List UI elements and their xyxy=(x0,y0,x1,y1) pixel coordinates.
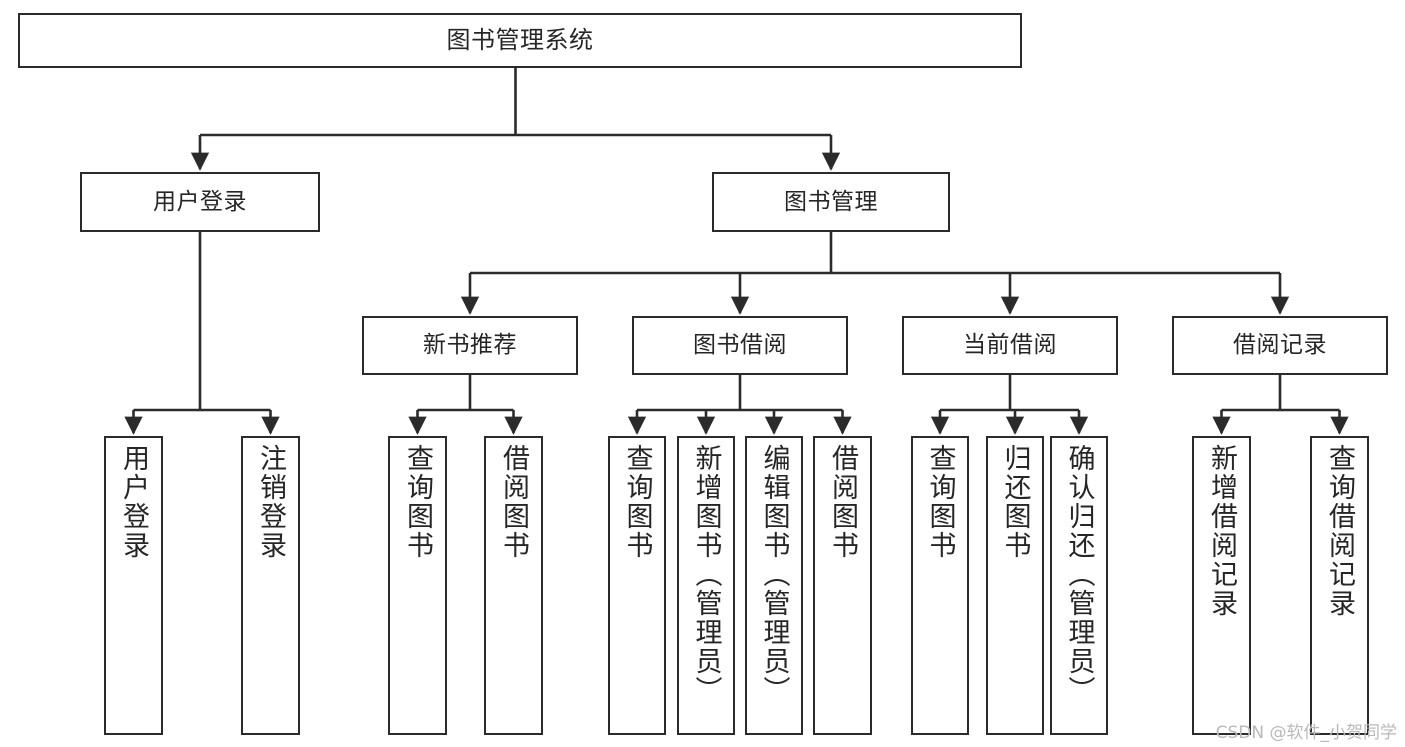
level3-box-2[interactable]: 当前借阅 xyxy=(902,316,1118,375)
leaf-label-11: 新增借阅记录 xyxy=(1206,444,1237,618)
level2-box-0[interactable]: 用户登录 xyxy=(80,172,320,232)
leaf-label-0: 用户登录 xyxy=(118,444,149,560)
leaf-label-4: 查询图书 xyxy=(621,444,653,560)
leaf-label-7: 借阅图书 xyxy=(827,444,858,560)
leaf-box-6[interactable]: 编辑图书（管理员） xyxy=(745,436,803,735)
leaf-box-11[interactable]: 新增借阅记录 xyxy=(1192,436,1251,735)
root-label-0: 图书管理系统 xyxy=(446,25,594,54)
leaf-label-8: 查询图书 xyxy=(924,444,956,560)
level3-label-3: 借阅记录 xyxy=(1233,332,1327,359)
level3-box-1[interactable]: 图书借阅 xyxy=(632,316,848,375)
level3-label-0: 新书推荐 xyxy=(423,332,517,359)
leaf-box-9[interactable]: 归还图书 xyxy=(986,436,1044,735)
leaf-box-5[interactable]: 新增图书（管理员） xyxy=(677,436,735,735)
leaf-label-1: 注销登录 xyxy=(255,444,286,560)
leaf-box-1[interactable]: 注销登录 xyxy=(241,436,300,735)
leaf-box-3[interactable]: 借阅图书 xyxy=(484,436,543,735)
leaf-label-3: 借阅图书 xyxy=(498,444,529,560)
level3-label-2: 当前借阅 xyxy=(963,332,1057,359)
level2-label-1: 图书管理 xyxy=(784,188,878,215)
leaf-label-9: 归还图书 xyxy=(999,444,1031,560)
level3-box-0[interactable]: 新书推荐 xyxy=(362,316,578,375)
leaf-box-4[interactable]: 查询图书 xyxy=(608,436,666,735)
root-box-0[interactable]: 图书管理系统 xyxy=(18,13,1022,68)
leaf-label-12: 查询借阅记录 xyxy=(1324,444,1355,618)
leaf-box-0[interactable]: 用户登录 xyxy=(104,436,163,735)
level2-label-0: 用户登录 xyxy=(153,188,247,215)
leaf-box-2[interactable]: 查询图书 xyxy=(388,436,447,735)
level3-box-3[interactable]: 借阅记录 xyxy=(1172,316,1388,375)
csdn-watermark: CSDN @软件_小贺同学 xyxy=(1215,723,1397,743)
leaf-label-6: 编辑图书（管理员） xyxy=(758,444,790,705)
leaf-box-12[interactable]: 查询借阅记录 xyxy=(1310,436,1369,735)
leaf-box-10[interactable]: 确认归还（管理员） xyxy=(1050,436,1108,735)
level2-box-1[interactable]: 图书管理 xyxy=(712,172,950,232)
leaf-label-10: 确认归还（管理员） xyxy=(1063,444,1095,705)
leaf-box-7[interactable]: 借阅图书 xyxy=(813,436,872,735)
level3-label-1: 图书借阅 xyxy=(693,332,787,359)
leaf-label-5: 新增图书（管理员） xyxy=(690,444,722,705)
leaf-label-2: 查询图书 xyxy=(402,444,433,560)
leaf-box-8[interactable]: 查询图书 xyxy=(911,436,969,735)
